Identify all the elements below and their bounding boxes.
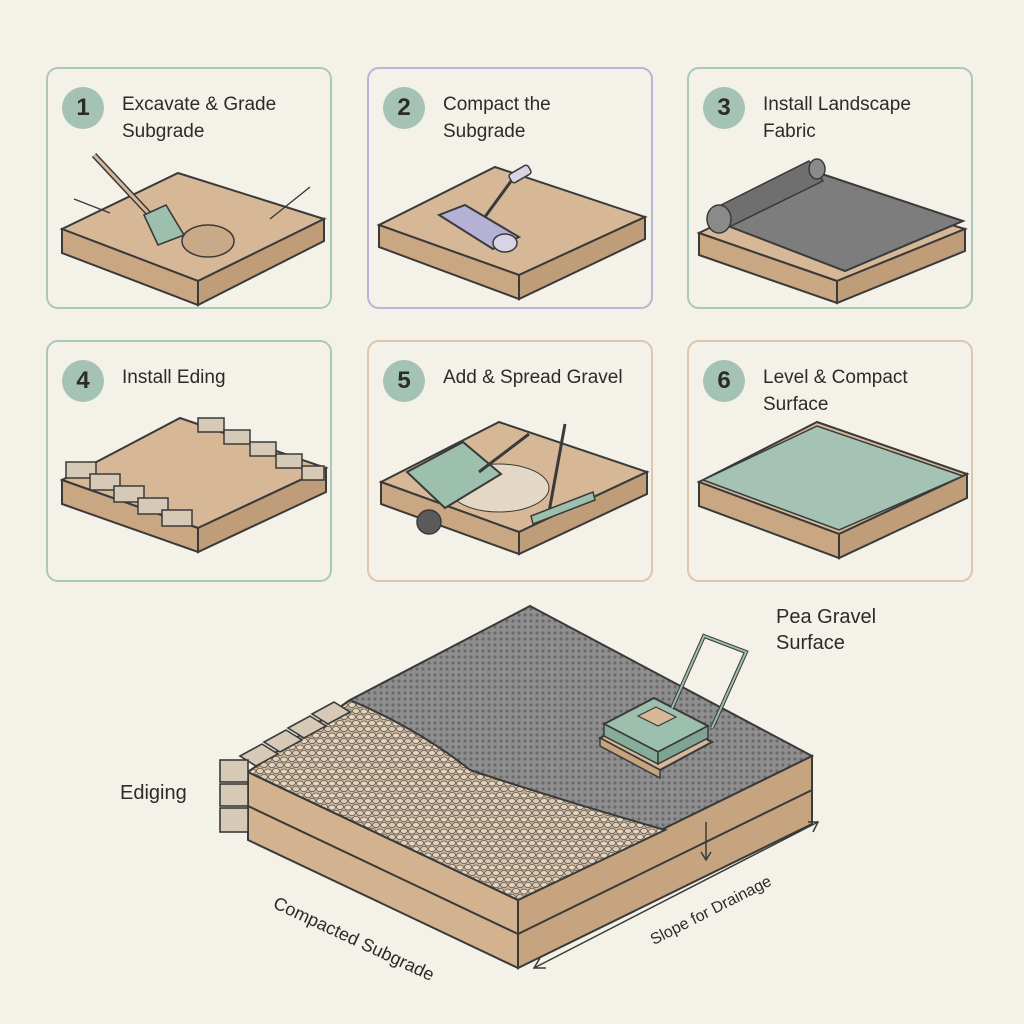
wheelbarrow-illustration (378, 420, 650, 556)
step-card-3: 3 Install Landscape Fabric (687, 67, 973, 309)
plate-compactor-icon (597, 633, 749, 780)
step-card-4: 4 Install Eding (46, 340, 332, 582)
step-number-badge: 2 (383, 87, 425, 129)
step-number-badge: 1 (62, 87, 104, 129)
step-title: Level & Compact Surface (763, 367, 908, 415)
compact-roller-illustration (376, 164, 648, 301)
edging-label: Ediging (120, 782, 187, 804)
step-number-badge: 4 (62, 360, 104, 402)
step-title: Install Eding (122, 367, 226, 388)
step-title: Excavate & Grade Subgrade (122, 94, 277, 142)
step-number-badge: 5 (383, 360, 425, 402)
excavate-illustration (59, 152, 327, 307)
step-number-badge: 6 (703, 360, 745, 402)
pebble-layer (246, 698, 668, 902)
step-card-1: 1 Excavate & Grade Subgrade (46, 67, 332, 309)
slope-arrow (532, 821, 820, 969)
edging-blocks (219, 701, 352, 833)
edging-illustration (59, 416, 329, 554)
step-title: Install Landscape Fabric (763, 94, 911, 142)
step-card-2: 2 Compact the Subgrade (367, 67, 653, 309)
step-title: Add & Spread Gravel (443, 367, 623, 388)
pea-gravel-surface-label: Pea Gravel Surface (776, 606, 877, 654)
step-title: Compact the Subgrade (443, 94, 551, 142)
step-card-5: 5 Add & Spread Gravel (367, 340, 653, 582)
fabric-roll-illustration (696, 158, 968, 305)
step-card-6: 6 Level & Compact Surface (687, 340, 973, 582)
step-number-badge: 3 (703, 87, 745, 129)
level-surface-illustration (696, 420, 970, 560)
